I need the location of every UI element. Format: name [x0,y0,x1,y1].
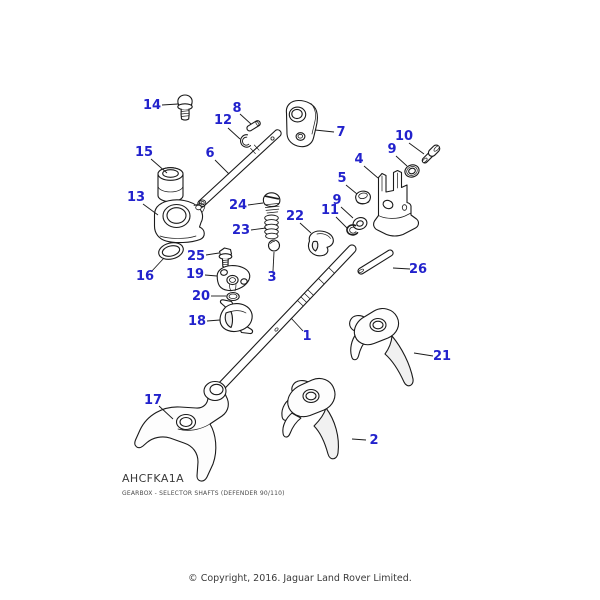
callout-label-19: 19 [186,267,204,282]
callout-label-1: 1 [302,329,311,344]
leader-lines [142,103,434,441]
leader-line-21 [413,352,434,357]
callout-label-26: 26 [409,262,427,277]
leader-line-18 [206,319,221,322]
part-oring-20 [226,291,240,302]
part-cap-5 [355,190,371,205]
callout-label-21: 21 [433,349,451,364]
diagram-code: AHCFKA1A [122,472,184,485]
callout-label-20: 20 [192,289,210,304]
callout-label-22: 22 [286,209,304,224]
leader-line-8 [239,113,252,125]
leader-line-2 [351,438,367,441]
part-bush-15 [157,167,184,203]
part-screw-25 [218,247,233,268]
part-housing-13 [153,199,206,244]
leader-line-25 [205,252,220,256]
callout-label-2: 2 [369,433,378,448]
callout-label-3: 3 [267,270,276,285]
part-eye-end-7 [285,99,318,148]
leader-line-7 [314,129,335,133]
callout-label-15: 15 [135,145,153,160]
part-spring-23 [264,214,279,240]
callout-label-11: 11 [321,203,339,218]
callout-label-23: 23 [232,223,250,238]
part-plate-19 [216,265,251,292]
callout-label-4: 4 [354,152,363,167]
part-circlip-12 [240,134,252,148]
callout-label-8: 8 [232,101,241,116]
callout-label-13: 13 [127,190,145,205]
leader-line-10 [408,142,425,155]
leader-line-9 [340,206,354,219]
leader-line-1 [290,317,304,332]
leader-line-15 [150,158,168,174]
leader-line-14 [161,103,179,106]
leader-line-19 [204,274,218,277]
part-jaw-4 [373,169,419,237]
callout-label-17: 17 [144,393,162,408]
diagram-caption: GEARBOX - SELECTOR SHAFTS (DEFENDER 90/1… [122,490,285,497]
part-washer-9-lower [352,217,368,230]
part-washer-9-upper [404,164,420,178]
callout-label-18: 18 [188,314,206,329]
part-ball-3 [267,239,281,252]
part-pin-26 [357,249,394,275]
leader-line-4 [363,165,379,179]
callout-label-16: 16 [136,269,154,284]
leader-line-5 [345,184,358,195]
leader-line-13 [142,203,159,216]
callout-label-6: 6 [205,146,214,161]
callout-label-5: 5 [337,171,346,186]
leader-line-24 [247,202,264,206]
callout-label-14: 14 [143,98,161,113]
leader-line-9 [395,155,408,167]
part-pin-8 [246,120,261,132]
callout-label-25: 25 [187,249,205,264]
callout-label-9: 9 [332,193,341,208]
leader-line-6 [214,159,230,175]
leader-line-26 [392,267,411,270]
leader-line-17 [158,405,174,420]
part-circlip-11 [346,224,359,236]
part-fork-2 [281,377,339,460]
leader-line-12 [227,127,241,140]
callout-label-7: 7 [336,125,345,140]
part-bolt-10 [421,144,441,164]
callout-label-24: 24 [229,198,247,213]
callout-label-10: 10 [395,129,413,144]
callout-label-12: 12 [214,113,232,128]
part-fork-21 [349,308,414,387]
part-oring-16 [158,242,184,260]
part-clamp-18 [219,299,254,335]
copyright-text: © Copyright, 2016. Jaguar Land Rover Lim… [188,573,412,584]
callout-label-9: 9 [387,142,396,157]
part-fork-17 [134,380,229,482]
part-plug-24 [262,192,281,214]
leader-line-16 [150,257,165,273]
leader-line-22 [299,222,312,234]
leader-line-11 [335,216,348,229]
leader-line-23 [250,227,267,231]
part-detent-22 [307,230,334,257]
part-bolt-14 [177,94,193,121]
leader-line-3 [272,251,275,272]
